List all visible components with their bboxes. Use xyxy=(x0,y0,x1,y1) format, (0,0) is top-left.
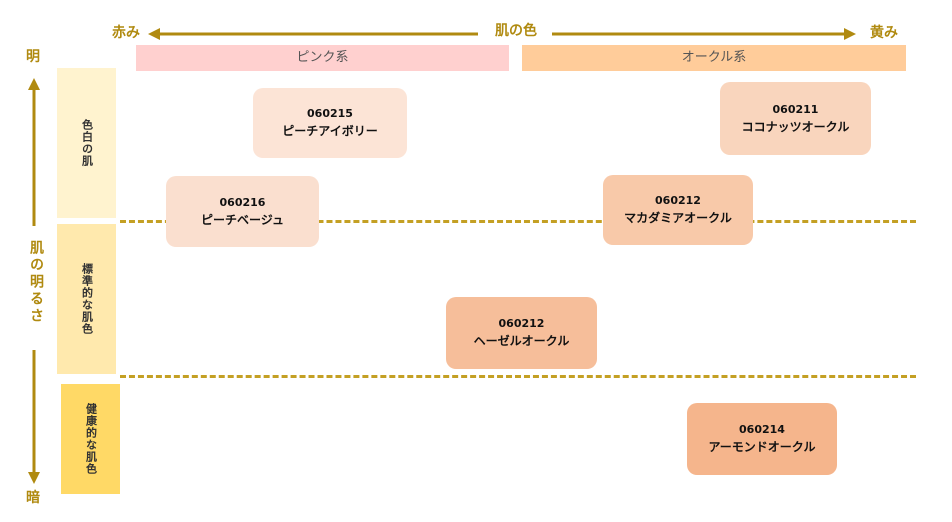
shade-code: 060212 xyxy=(655,194,701,207)
shade-name: ココナッツオークル xyxy=(741,119,850,134)
row-label-fair-skin: 色白の肌 xyxy=(57,68,116,218)
row-divider xyxy=(120,375,916,378)
shade-name: マカダミアオークル xyxy=(624,211,732,225)
shade-card: 060211 ココナッツオークル xyxy=(720,82,871,155)
shade-name: ピーチアイボリー xyxy=(282,124,378,138)
shade-card: 060215 ピーチアイボリー xyxy=(253,88,407,158)
right-arrow-icon xyxy=(552,28,856,40)
down-arrow-icon xyxy=(28,350,40,484)
shade-code: 060212 xyxy=(498,317,545,330)
yellow-tint-label: 黄み xyxy=(870,25,898,41)
shade-name: ピーチベージュ xyxy=(201,212,284,227)
shade-code: 060216 xyxy=(219,195,266,209)
ochre-column-header: オークル系 xyxy=(522,45,906,71)
shade-card: 060212 マカダミアオークル xyxy=(603,175,753,245)
shade-code: 060215 xyxy=(307,107,353,120)
red-tint-label: 赤み xyxy=(112,25,140,41)
pink-column-header: ピンク系 xyxy=(136,45,509,71)
bright-label: 明 xyxy=(26,49,40,65)
shade-card: 060212 ヘーゼルオークル xyxy=(446,297,597,369)
shade-card: 060214 アーモンドオークル xyxy=(687,403,837,475)
up-arrow-icon xyxy=(28,78,40,226)
brightness-axis-title: 肌の明るさ xyxy=(28,240,44,325)
row-label-healthy-skin: 健康的な肌色 xyxy=(61,384,120,494)
dark-label: 暗 xyxy=(26,490,40,506)
shade-card: 060216 ピーチベージュ xyxy=(166,176,319,247)
skin-color-axis-title: 肌の色 xyxy=(495,23,537,39)
row-divider xyxy=(120,220,916,223)
shade-name: アーモンドオークル xyxy=(708,440,816,454)
row-label-standard-skin: 標準的な肌色 xyxy=(57,224,116,374)
left-arrow-icon xyxy=(148,28,478,40)
shade-code: 060214 xyxy=(739,423,785,436)
shade-code: 060211 xyxy=(772,102,819,116)
shade-name: ヘーゼルオークル xyxy=(473,334,570,348)
